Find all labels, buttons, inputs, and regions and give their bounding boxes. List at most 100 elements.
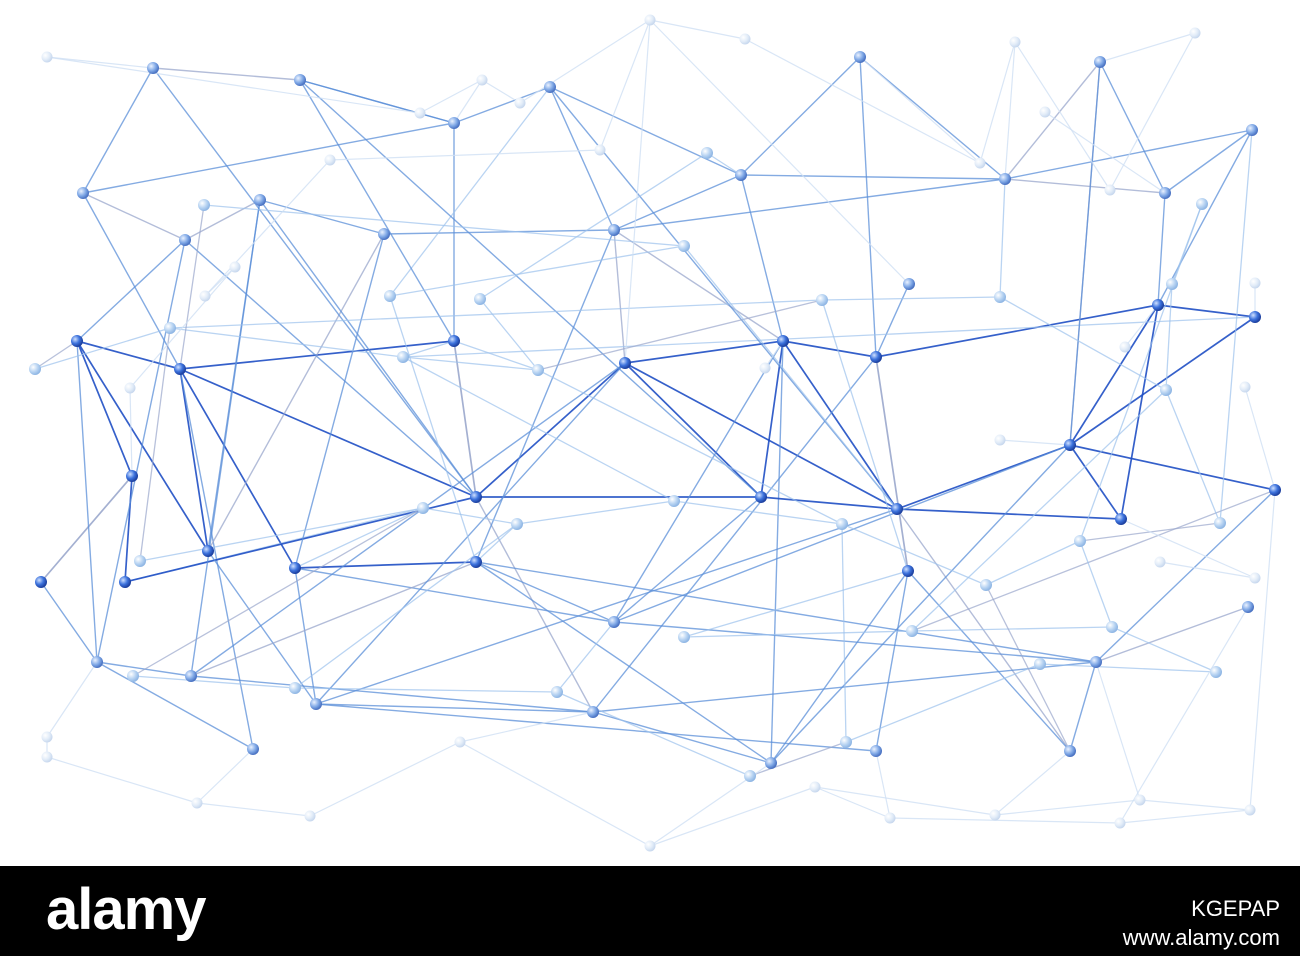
network-edge bbox=[46, 661, 98, 738]
network-node bbox=[765, 757, 777, 769]
network-edge bbox=[76, 340, 98, 663]
network-edge bbox=[453, 340, 477, 498]
network-edge bbox=[1044, 111, 1166, 194]
network-node bbox=[1210, 666, 1222, 678]
network-node bbox=[1214, 517, 1226, 529]
network-edge bbox=[389, 295, 477, 563]
network-edge bbox=[184, 239, 477, 498]
network-edge bbox=[453, 86, 551, 124]
network-edge bbox=[82, 67, 154, 194]
network-node bbox=[384, 290, 396, 302]
network-edge bbox=[814, 786, 996, 816]
network-edge bbox=[46, 56, 154, 69]
network-node bbox=[470, 491, 482, 503]
network-edge bbox=[294, 567, 317, 705]
network-node bbox=[41, 51, 53, 63]
network-edge bbox=[1119, 606, 1249, 824]
network-edge bbox=[896, 508, 1122, 520]
network-edge bbox=[34, 340, 78, 370]
network-edge bbox=[911, 489, 1276, 632]
network-edge bbox=[1069, 316, 1256, 446]
network-node bbox=[854, 51, 866, 63]
network-node bbox=[448, 335, 460, 347]
network-edge bbox=[1139, 799, 1251, 811]
network-node bbox=[891, 503, 903, 515]
network-node bbox=[1269, 484, 1281, 496]
network-node bbox=[324, 154, 336, 166]
network-edge bbox=[1111, 626, 1217, 673]
network-edge bbox=[1039, 663, 1217, 673]
network-edge bbox=[1004, 61, 1101, 180]
network-edge bbox=[556, 691, 751, 777]
network-edge bbox=[875, 570, 909, 752]
network-edge bbox=[132, 675, 296, 689]
network-edge bbox=[770, 444, 1071, 764]
network-edge bbox=[985, 540, 1081, 586]
network-node bbox=[816, 294, 828, 306]
network-edge bbox=[782, 340, 898, 510]
network-node bbox=[1239, 381, 1251, 393]
network-edge bbox=[770, 570, 909, 764]
network-node bbox=[1244, 804, 1256, 816]
watermark-bar: alamy KGEPAP www.alamy.com bbox=[0, 866, 1300, 956]
network-edge bbox=[1120, 518, 1256, 579]
network-edge bbox=[190, 675, 594, 713]
network-edge bbox=[294, 561, 477, 569]
network-edge bbox=[422, 507, 518, 525]
network-node bbox=[164, 322, 176, 334]
network-node bbox=[608, 616, 620, 628]
network-node bbox=[1152, 299, 1164, 311]
network-node bbox=[77, 187, 89, 199]
network-edge bbox=[179, 204, 205, 370]
network-edge bbox=[1157, 304, 1256, 318]
network-edge bbox=[383, 229, 615, 235]
network-node bbox=[836, 518, 848, 530]
network-edge bbox=[96, 661, 254, 750]
network-node bbox=[1009, 36, 1021, 48]
network-node bbox=[1115, 513, 1127, 525]
network-node bbox=[454, 736, 466, 748]
network-node bbox=[254, 194, 266, 206]
network-node bbox=[476, 74, 488, 86]
network-edge bbox=[1069, 304, 1159, 446]
network-edge bbox=[1164, 129, 1253, 194]
network-node bbox=[906, 625, 918, 637]
network-node bbox=[989, 809, 1001, 821]
network-edge bbox=[875, 304, 1159, 358]
network-node bbox=[417, 502, 429, 514]
network-edge bbox=[613, 621, 1097, 663]
network-edge bbox=[475, 523, 518, 563]
network-edge bbox=[859, 56, 981, 164]
network-node bbox=[668, 495, 680, 507]
network-edge bbox=[706, 152, 742, 176]
network-node bbox=[777, 335, 789, 347]
network-edge bbox=[196, 748, 254, 804]
network-node bbox=[35, 576, 47, 588]
network-edge bbox=[132, 507, 424, 677]
network-node bbox=[29, 363, 41, 375]
network-edge bbox=[911, 626, 1113, 632]
network-node bbox=[1074, 535, 1086, 547]
network-edge bbox=[549, 86, 898, 510]
network-node bbox=[304, 810, 316, 822]
network-edge bbox=[821, 299, 909, 572]
network-edge bbox=[184, 199, 261, 241]
network-edge bbox=[389, 245, 685, 297]
network-edge bbox=[1069, 444, 1276, 491]
network-node bbox=[678, 631, 690, 643]
network-node bbox=[735, 169, 747, 181]
network-node bbox=[1189, 27, 1201, 39]
network-edge bbox=[740, 56, 861, 176]
network-edge bbox=[315, 362, 626, 705]
network-edge bbox=[207, 550, 317, 705]
network-edge bbox=[1079, 540, 1113, 628]
network-edge bbox=[299, 79, 455, 124]
network-edge bbox=[419, 79, 483, 114]
network-node bbox=[870, 745, 882, 757]
network-edge bbox=[76, 340, 133, 477]
network-edge bbox=[190, 362, 626, 677]
network-node bbox=[870, 351, 882, 363]
network-edge bbox=[475, 561, 615, 623]
network-edge bbox=[76, 340, 181, 370]
